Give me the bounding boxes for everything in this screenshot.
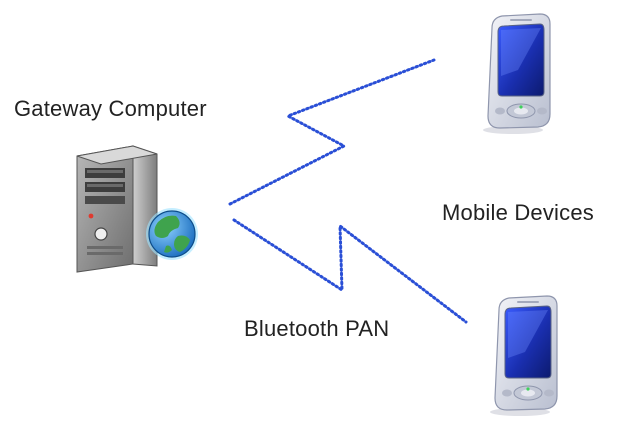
- mobile-device-1-icon: [482, 13, 551, 135]
- globe-icon: [146, 208, 198, 260]
- mobile-device-2-icon: [489, 295, 558, 417]
- gateway-computer-icon: [76, 145, 158, 273]
- link-to-device-1: [228, 58, 436, 206]
- mobile-devices-label: Mobile Devices: [442, 200, 594, 225]
- link-to-device-2: [232, 218, 468, 324]
- gateway-computer-label: Gateway Computer: [14, 96, 207, 121]
- bluetooth-pan-label: Bluetooth PAN: [244, 316, 390, 341]
